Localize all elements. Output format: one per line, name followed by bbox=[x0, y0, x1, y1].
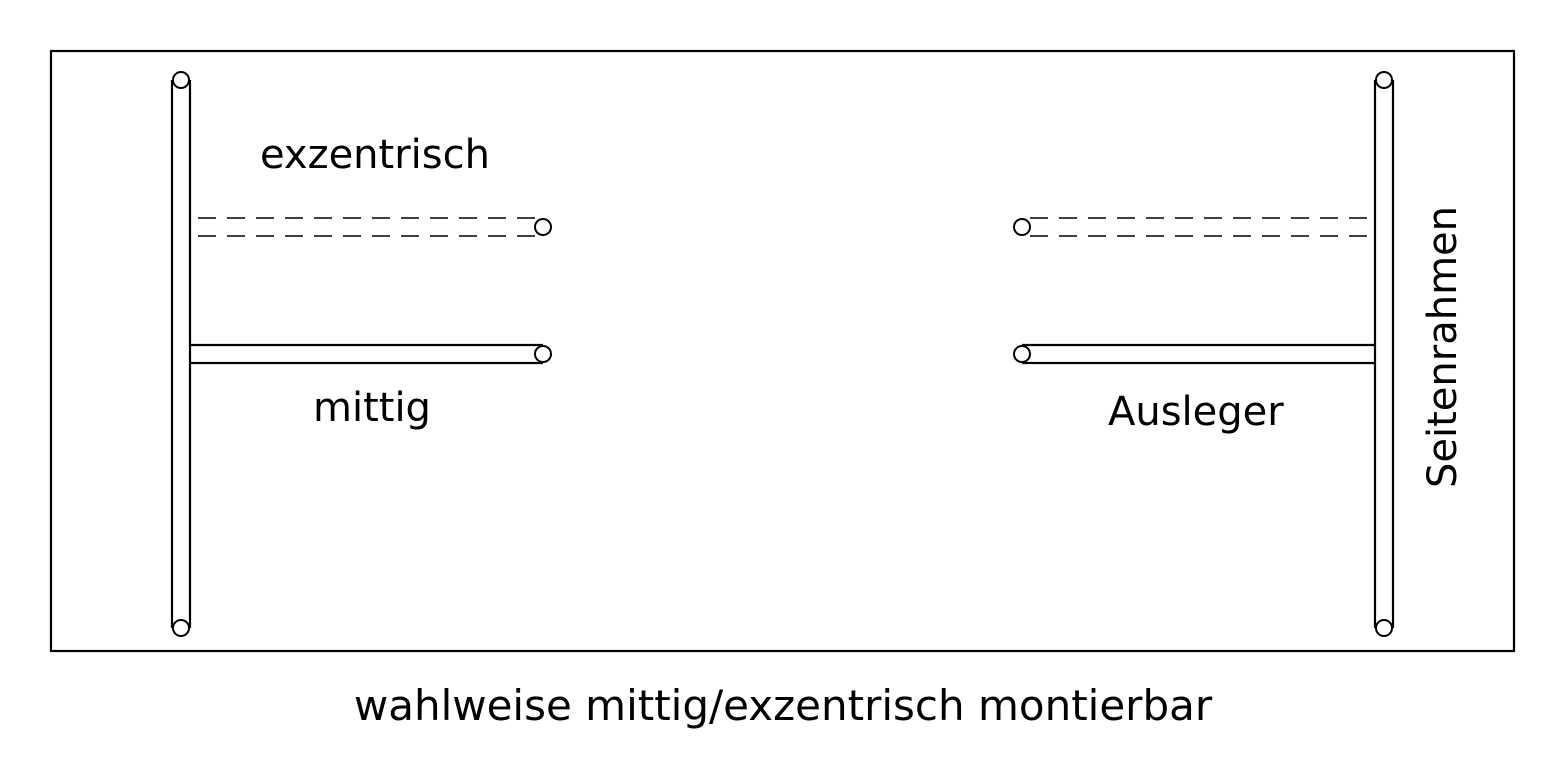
label-arm: Ausleger bbox=[1108, 389, 1284, 435]
left-eccentric-arm bbox=[198, 217, 552, 237]
caption: wahlweise mittig/exzentrisch montierbar bbox=[353, 681, 1213, 730]
right-side-frame bbox=[1373, 71, 1395, 637]
outer-frame bbox=[49, 49, 1516, 653]
label-eccentric: exzentrisch bbox=[260, 132, 490, 178]
label-side-frame: Seitenrahmen bbox=[1420, 206, 1466, 488]
left-centered-arm bbox=[190, 343, 552, 365]
label-centered: mittig bbox=[313, 385, 431, 431]
left-side-frame bbox=[170, 71, 192, 637]
right-centered-arm bbox=[1013, 343, 1375, 365]
right-eccentric-arm bbox=[1013, 217, 1368, 237]
